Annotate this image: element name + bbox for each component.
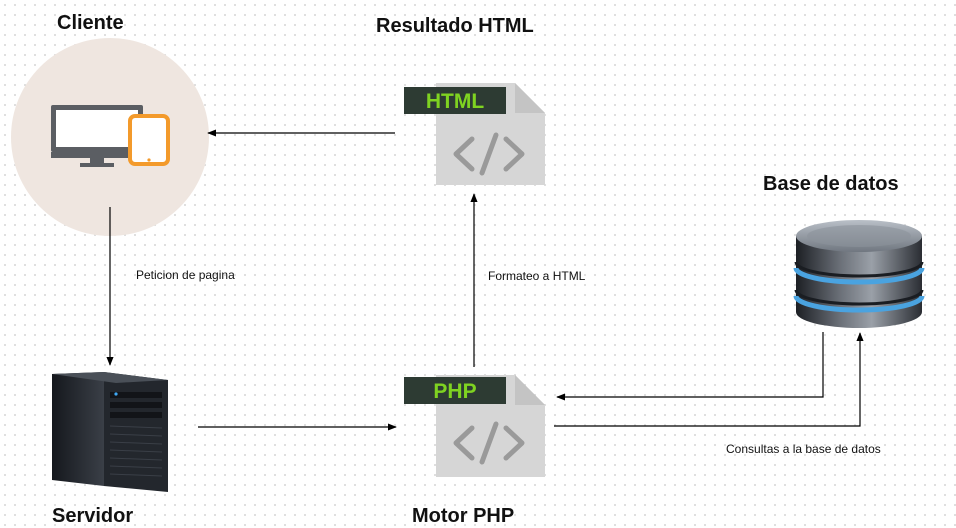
motor-php-title: Motor PHP (412, 505, 515, 527)
devices-icon (11, 38, 209, 236)
cliente-title: Cliente (57, 12, 124, 34)
edge-label-peticion: Peticion de pagina (136, 268, 235, 282)
edge-db-to-motor (556, 332, 824, 401)
base-de-datos-title: Base de datos (763, 173, 899, 195)
php-tag-text: PHP (433, 380, 476, 403)
html-tag-text: HTML (426, 90, 484, 113)
database-icon (793, 220, 925, 328)
server-tower-icon (52, 372, 168, 492)
edge-label-formateo: Formateo a HTML (488, 269, 586, 283)
html-file-icon: HTML (404, 83, 545, 185)
edge-motor-to-db (554, 332, 864, 427)
resultado-html-title: Resultado HTML (376, 15, 534, 37)
php-file-icon: PHP (404, 375, 545, 477)
servidor-title: Servidor (52, 505, 134, 527)
edge-label-consultas: Consultas a la base de datos (726, 442, 881, 456)
